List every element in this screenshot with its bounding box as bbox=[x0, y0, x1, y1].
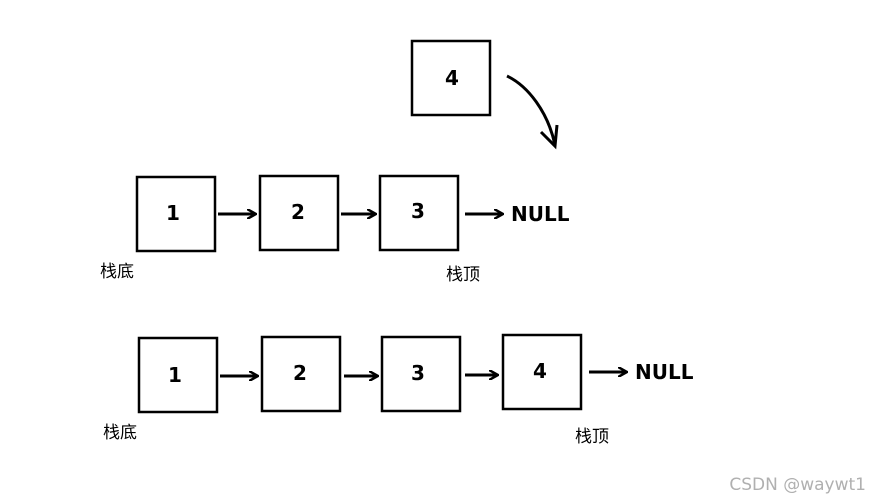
after-node-1-label: 1 bbox=[168, 363, 182, 387]
after-null-label: NULL bbox=[635, 360, 694, 384]
before-node-1-label: 1 bbox=[166, 201, 180, 225]
before-node-2-label: 2 bbox=[291, 200, 305, 224]
push-arrow bbox=[506, 74, 557, 146]
after-node-4-box bbox=[501, 333, 583, 411]
after-stack-bottom-label: 栈底 bbox=[103, 423, 137, 443]
after-node-4-label: 4 bbox=[533, 359, 547, 383]
stack-after: 1 2 3 4 NULL 栈底 栈顶 bbox=[103, 333, 694, 447]
before-null-label: NULL bbox=[511, 202, 570, 226]
after-stack-top-label: 栈顶 bbox=[575, 427, 609, 447]
after-node-3-box bbox=[380, 335, 462, 413]
after-node-3-label: 3 bbox=[411, 361, 425, 385]
before-stack-bottom-label: 栈底 bbox=[100, 262, 134, 282]
pushed-node: 4 bbox=[410, 39, 492, 117]
before-node-3-label: 3 bbox=[411, 199, 425, 223]
pushed-node-box bbox=[410, 39, 492, 117]
stack-before: 1 2 3 NULL 栈底 栈顶 bbox=[100, 174, 570, 285]
watermark: CSDN @waywt1 bbox=[729, 475, 866, 495]
pushed-node-label: 4 bbox=[445, 66, 459, 90]
after-node-2-box bbox=[260, 335, 342, 413]
before-node-3-box bbox=[378, 174, 460, 252]
push-arrow-head bbox=[539, 124, 559, 150]
before-node-2-box bbox=[258, 174, 340, 252]
before-node-1-box bbox=[135, 175, 217, 253]
after-node-2-label: 2 bbox=[293, 361, 307, 385]
before-stack-top-label: 栈顶 bbox=[446, 265, 480, 285]
after-node-1-box bbox=[137, 336, 219, 414]
